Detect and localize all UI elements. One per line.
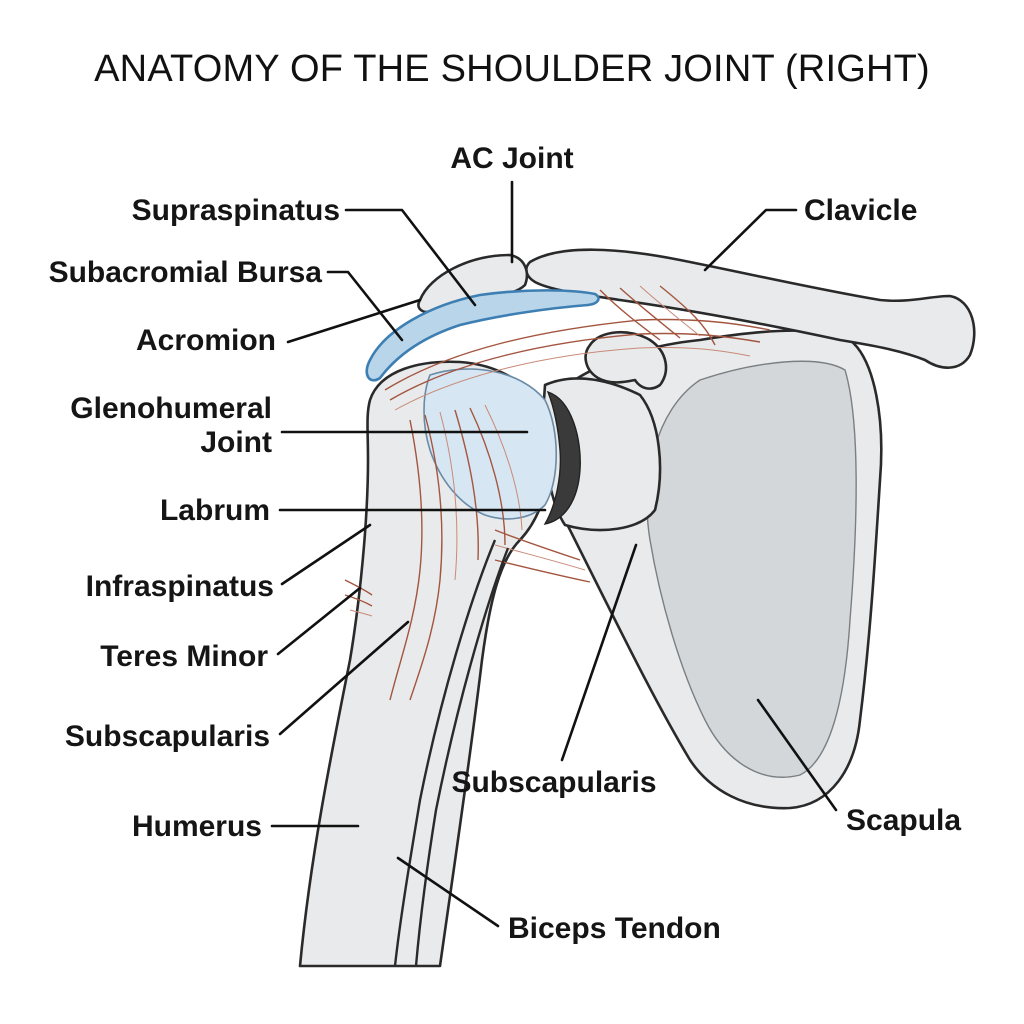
label-subscapularis-left: Subscapularis <box>65 720 270 753</box>
leader-lines <box>270 180 838 928</box>
biceps-groove-inner <box>414 547 510 967</box>
leader-teres-minor <box>276 586 362 656</box>
leader-subacromial-bursa <box>326 270 404 342</box>
label-glenohumeral-line2: Joint <box>200 426 272 459</box>
leader-subscapularis-left <box>278 620 410 736</box>
label-humerus: Humerus <box>132 810 262 843</box>
label-infraspinatus: Infraspinatus <box>86 570 274 603</box>
label-labrum: Labrum <box>160 494 270 527</box>
biceps-groove <box>393 539 497 967</box>
coracoid-process <box>584 330 668 390</box>
label-scapula: Scapula <box>846 804 961 837</box>
label-acromion: Acromion <box>136 324 276 357</box>
labrum-shape <box>543 390 581 525</box>
label-glenohumeral-line1: Glenohumeral <box>70 392 272 425</box>
label-ac-joint: AC Joint <box>450 142 573 175</box>
leader-infraspinatus <box>280 523 372 586</box>
humeral-head <box>423 368 557 520</box>
label-biceps-tendon: Biceps Tendon <box>508 912 721 945</box>
label-clavicle: Clavicle <box>804 194 917 227</box>
rotator-cuff-fibers <box>344 285 771 701</box>
label-supraspinatus: Supraspinatus <box>132 194 340 227</box>
leader-biceps-tendon <box>396 856 500 928</box>
labels: AC Joint Supraspinatus Clavicle Subacrom… <box>49 142 962 945</box>
label-teres-minor: Teres Minor <box>100 640 268 673</box>
label-subacromial-bursa: Subacromial Bursa <box>49 256 323 289</box>
leader-supraspinatus <box>344 208 477 307</box>
leader-scapula <box>756 698 838 812</box>
leader-acromion <box>286 298 422 344</box>
diagram-title: ANATOMY OF THE SHOULDER JOINT (RIGHT) <box>94 48 930 90</box>
leader-clavicle <box>703 208 798 272</box>
leader-subscapularis-center <box>560 543 638 762</box>
label-subscapularis-center: Subscapularis <box>451 766 656 799</box>
scapula-fossa <box>646 360 857 778</box>
